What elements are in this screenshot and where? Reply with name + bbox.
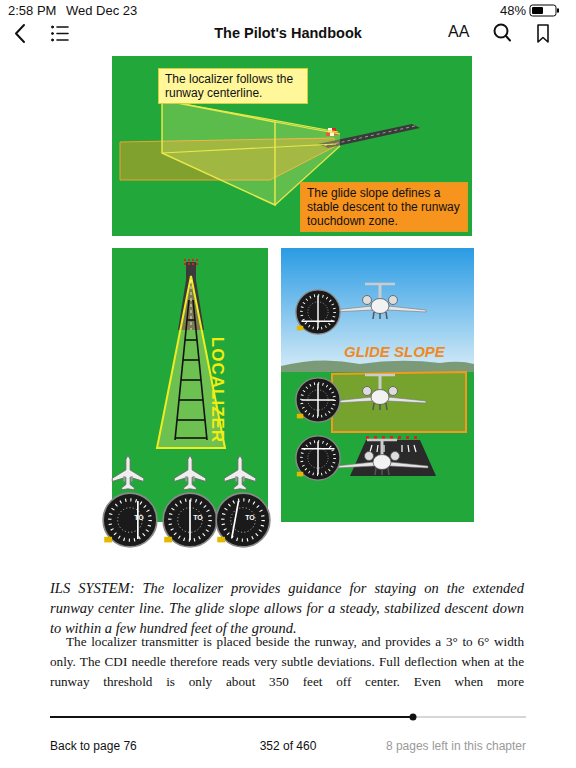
reading-progress-bar: [50, 714, 526, 721]
book-title: The Pilot's Handbook: [214, 25, 362, 41]
cdi-instruments: [103, 290, 340, 547]
ils-perspective-illustration: [112, 56, 472, 236]
localizer-label: LOCALIZER: [207, 337, 227, 443]
text-size-button: AA: [448, 23, 469, 41]
chapter-remaining: 8 pages left in this chapter: [386, 739, 526, 753]
localizer-illustration: [112, 248, 268, 522]
back-link: Back to page 76: [50, 739, 137, 753]
status-date: Wed Dec 23: [66, 3, 137, 18]
callout-text: The glide slope defines a stable descent…: [307, 186, 461, 228]
localizer-callout: The localizer follows the runway centerl…: [158, 68, 308, 104]
callout-text: The localizer follows the runway centerl…: [165, 72, 301, 100]
glide-slope-label: GLIDE SLOPE: [344, 343, 445, 360]
battery-percent: 48%: [500, 3, 526, 18]
to-flag: TO: [245, 514, 255, 521]
to-flag: TO: [193, 514, 203, 521]
to-flag: TO: [134, 514, 144, 521]
body-paragraph: The localizer transmitter is placed besi…: [50, 632, 524, 692]
glide-slope-callout: The glide slope defines a stable descent…: [300, 182, 468, 232]
status-icons: [530, 5, 559, 16]
page-counter: 352 of 460: [260, 739, 317, 753]
figure-caption: ILS SYSTEM: The localizer provides guida…: [50, 578, 524, 638]
glide-slope-illustration: [281, 248, 474, 522]
status-time: 2:58 PM: [8, 3, 56, 18]
